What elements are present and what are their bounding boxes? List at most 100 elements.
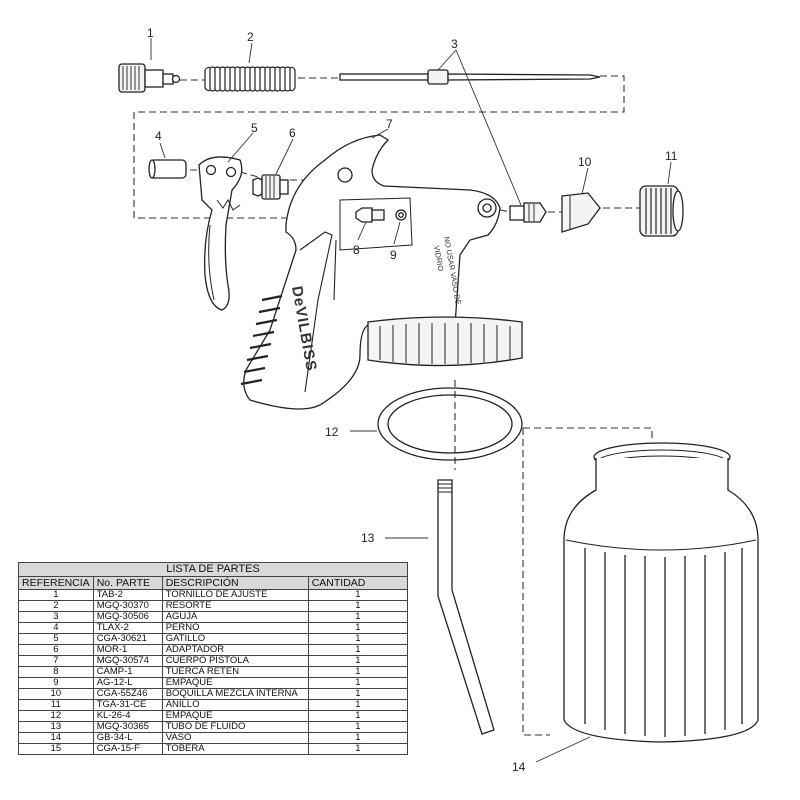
callout-6: 6 [289, 126, 296, 140]
callout-9: 9 [390, 248, 397, 262]
cell-description: GATILLO [161, 633, 309, 645]
gun-body-part: DeVILBISS NO USAR VASO DE VIDRIO [240, 134, 501, 410]
header-quantity: CANTIDAD [307, 576, 409, 590]
cell-reference: 3 [18, 611, 94, 623]
cell-reference: 13 [18, 721, 94, 733]
paint-cup-part [563, 442, 759, 743]
callout-labels: 1 2 3 4 5 6 7 8 9 10 11 12 13 14 [147, 26, 678, 774]
cell-quantity: 1 [307, 677, 409, 689]
callout-5: 5 [251, 121, 258, 135]
pin-part [148, 159, 187, 179]
cell-description: TORNILLO DE AJUSTE [161, 589, 309, 601]
callout-2: 2 [247, 30, 254, 44]
callout-13: 13 [361, 531, 375, 545]
callout-8: 8 [353, 243, 360, 257]
cell-quantity: 1 [307, 732, 409, 744]
cell-part-number: CGA-15-F [92, 743, 163, 755]
cell-part-number: MGQ-30506 [92, 611, 163, 623]
cell-description: RESORTE [161, 600, 309, 612]
cell-part-number: CAMP-1 [92, 666, 163, 678]
cell-part-number: MGQ-30370 [92, 600, 163, 612]
cell-part-number: MGQ-30574 [92, 655, 163, 667]
cup-collar-part [367, 316, 523, 367]
cell-quantity: 1 [307, 600, 409, 612]
cell-quantity: 1 [307, 710, 409, 722]
cell-quantity: 1 [307, 688, 409, 700]
callout-4: 4 [155, 129, 162, 143]
cell-reference: 7 [18, 655, 94, 667]
cell-description: TOBERA [161, 743, 309, 755]
cell-description: CUERPO PISTOLA [161, 655, 309, 667]
cell-quantity: 1 [307, 633, 409, 645]
cell-part-number: CGA-55Z46 [92, 688, 163, 700]
warning-line-2: VIDRIO [432, 245, 445, 272]
parts-list-table: LISTA DE PARTES REFERENCIA No. PARTE DES… [18, 562, 409, 755]
callout-10: 10 [578, 155, 592, 169]
cell-part-number: CGA-30621 [92, 633, 163, 645]
cell-part-number: TAB-2 [92, 589, 163, 601]
cell-reference: 12 [18, 710, 94, 722]
cell-quantity: 1 [307, 622, 409, 634]
nozzle-fitting-part [509, 202, 547, 223]
cell-reference: 15 [18, 743, 94, 755]
needle-part [339, 69, 601, 85]
cell-reference: 5 [18, 633, 94, 645]
cell-description: EMPAQUE [161, 710, 309, 722]
cell-description: ANILLO [161, 699, 309, 711]
cell-quantity: 1 [307, 721, 409, 733]
cell-part-number: KL-26-4 [92, 710, 163, 722]
fluid-tube-part [437, 479, 495, 735]
cell-description: TUBO DE FLUIDO [161, 721, 309, 733]
cell-reference: 8 [18, 666, 94, 678]
air-cap-ring-part [639, 185, 684, 237]
gasket-ring-part [377, 387, 523, 461]
retaining-nut-part [355, 207, 385, 223]
callout-1: 1 [147, 26, 154, 40]
cell-reference: 11 [18, 699, 94, 711]
cell-part-number: MOR-1 [92, 644, 163, 656]
callout-11: 11 [665, 149, 678, 163]
cell-description: PERNO [161, 622, 309, 634]
cell-description: VASO [161, 732, 309, 744]
cell-quantity: 1 [307, 699, 409, 711]
cell-description: AGUJA [161, 611, 309, 623]
cell-part-number: TLAX-2 [92, 622, 163, 634]
cell-part-number: MGQ-30365 [92, 721, 163, 733]
cell-part-number: TGA-31-CE [92, 699, 163, 711]
mixing-nozzle-part [561, 192, 601, 233]
cell-reference: 2 [18, 600, 94, 612]
cell-quantity: 1 [307, 644, 409, 656]
cell-quantity: 1 [307, 611, 409, 623]
cell-description: EMPAQUE [161, 677, 309, 689]
callout-7: 7 [386, 117, 393, 131]
cell-part-number: AG-12-L [92, 677, 163, 689]
cell-reference: 14 [18, 732, 94, 744]
adapter-part [252, 174, 289, 200]
cell-reference: 10 [18, 688, 94, 700]
cell-part-number: GB-34-L [92, 732, 163, 744]
adjusting-screw-part [118, 63, 181, 93]
header-part-number: No. PARTE [92, 576, 163, 590]
cell-quantity: 1 [307, 666, 409, 678]
cell-description: TUERCA RETEN [161, 666, 309, 678]
callout-12: 12 [325, 425, 339, 439]
cell-description: ADAPTADOR [161, 644, 309, 656]
cell-reference: 9 [18, 677, 94, 689]
cell-reference: 4 [18, 622, 94, 634]
parts-list-caption: LISTA DE PARTES [18, 562, 408, 577]
